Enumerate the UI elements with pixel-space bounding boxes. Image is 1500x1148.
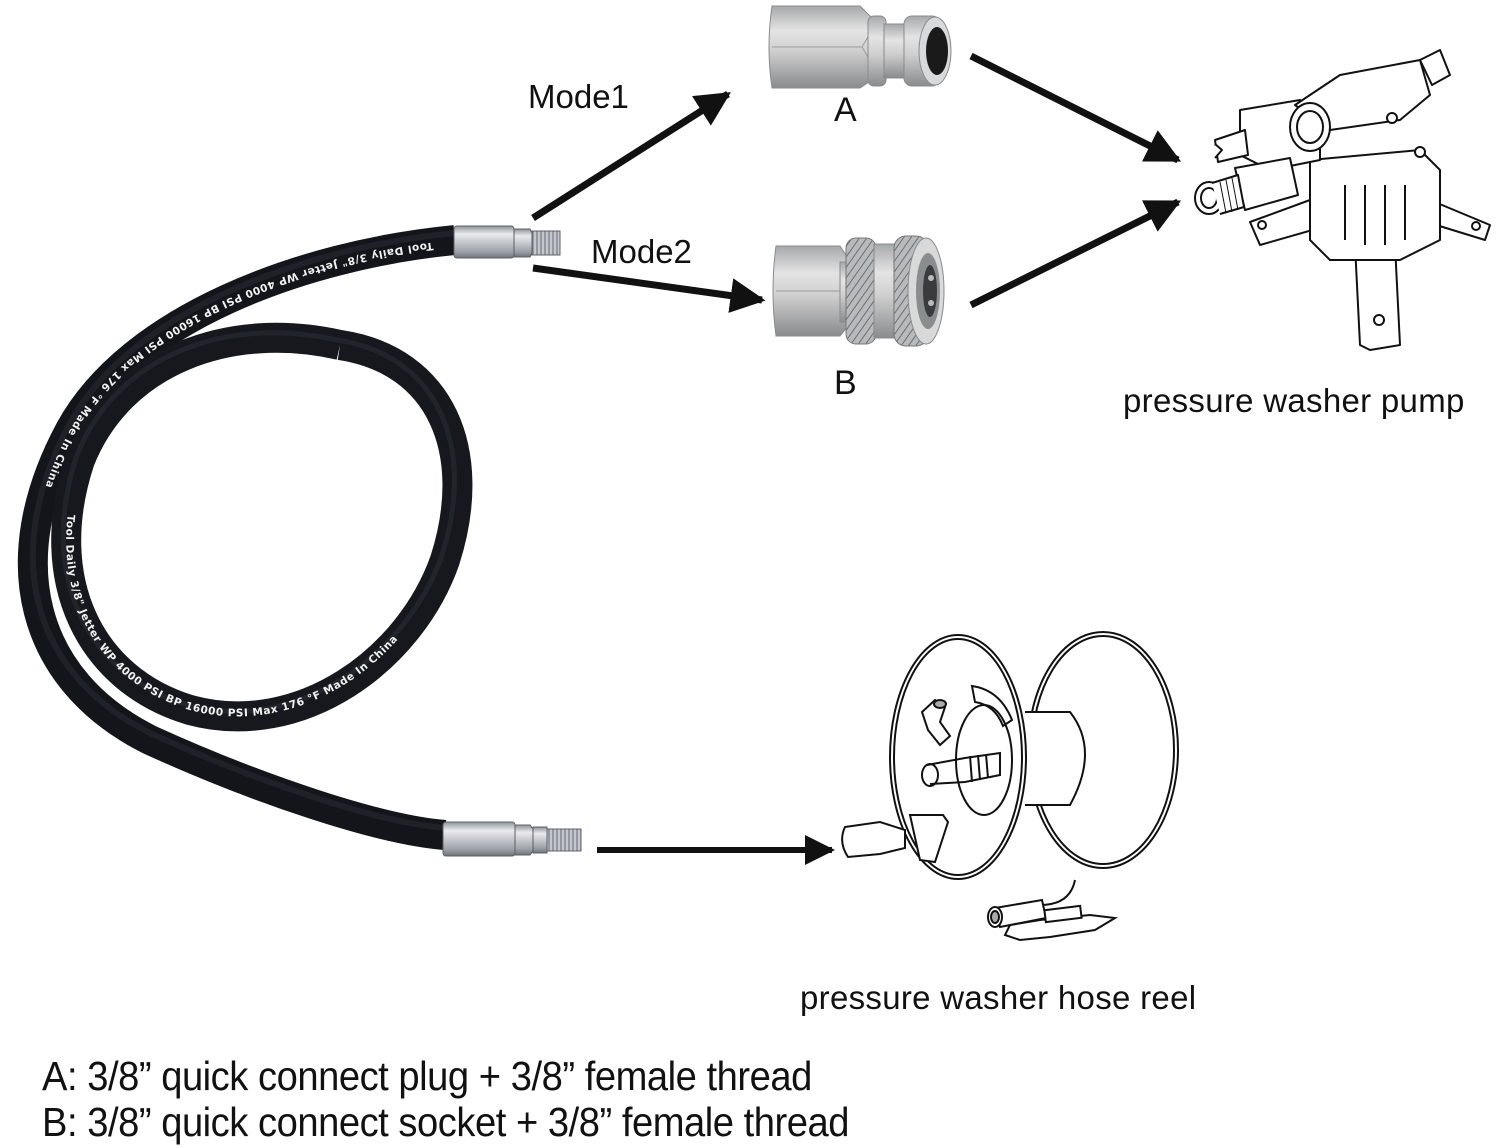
arrow-a-to-pump (969, 52, 1182, 164)
jetter-hose: Tool Daily 3/8" Jetter WP 4000 PSI BP 16… (17, 225, 473, 850)
arrow-mode1 (531, 91, 731, 221)
pump-label: pressure washer pump (1123, 382, 1465, 419)
hose-bottom-fitting (442, 821, 582, 857)
hose-inner-coil (51, 322, 473, 732)
pressure-washer-hose-reel-drawing (841, 631, 1179, 942)
pressure-washer-pump-drawing (1194, 49, 1491, 351)
fitting-a-label: A (834, 91, 857, 129)
mode2-label: Mode2 (591, 233, 692, 270)
arrow-mode2 (532, 264, 766, 313)
mode1-label: Mode1 (528, 78, 629, 115)
fitting-b-socket-image (772, 235, 945, 347)
arrows (531, 52, 1182, 865)
fitting-a-plug-image (768, 5, 952, 89)
hose-top-fitting (453, 225, 561, 259)
hose-reel-label: pressure washer hose reel (800, 979, 1197, 1016)
fitting-b-label: B (834, 364, 857, 402)
legend-line-a: A: 3/8” quick connect plug + 3/8” female… (42, 1053, 812, 1099)
arrow-b-to-pump (969, 198, 1182, 309)
legend-line-b: B: 3/8” quick connect socket + 3/8” fema… (42, 1099, 849, 1145)
